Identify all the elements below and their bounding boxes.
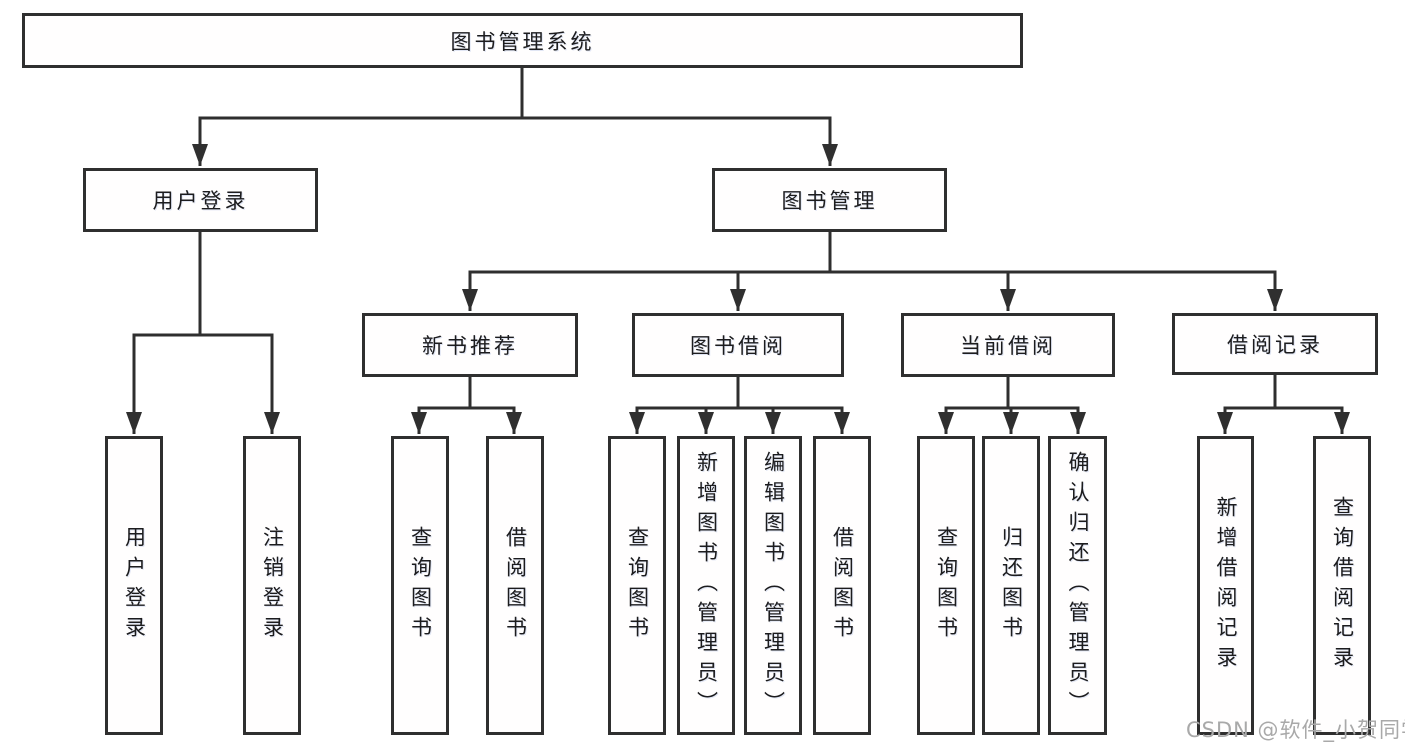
- leaf-label: 查询借阅记录: [1330, 495, 1355, 676]
- node-library-management-system: 图书管理系统: [22, 13, 1023, 68]
- leaf-label: 查询图书: [408, 525, 433, 646]
- leaf-query-books: 查询图书: [917, 436, 975, 735]
- leaf-label: 借阅图书: [830, 525, 855, 646]
- leaf-label: 编辑图书（管理员）: [761, 450, 786, 721]
- csdn-watermark: CSDN @软件_小贺同学: [1186, 718, 1405, 742]
- leaf-add-books-admin: 新增图书（管理员）: [677, 436, 735, 735]
- leaf-query-borrow-record: 查询借阅记录: [1313, 436, 1371, 735]
- leaf-query-books: 查询图书: [608, 436, 666, 735]
- node-current-borrowing: 当前借阅: [901, 313, 1115, 377]
- leaf-label: 新增图书（管理员）: [694, 450, 719, 721]
- leaf-label: 归还图书: [999, 525, 1024, 646]
- node-new-book-recommendation: 新书推荐: [362, 313, 578, 377]
- leaf-label: 确认归还（管理员）: [1066, 450, 1090, 721]
- leaf-confirm-return-admin: 确认归还（管理员）: [1048, 436, 1107, 735]
- leaf-logout: 注销登录: [243, 436, 301, 735]
- node-book-borrowing: 图书借阅: [632, 313, 844, 377]
- leaf-user-login: 用户登录: [105, 436, 163, 735]
- leaf-query-books: 查询图书: [391, 436, 449, 735]
- node-book-management: 图书管理: [712, 168, 947, 232]
- leaf-label: 查询图书: [625, 525, 650, 646]
- node-label: 图书借阅: [690, 334, 786, 358]
- node-label: 当前借阅: [960, 334, 1056, 358]
- node-user-login: 用户登录: [83, 168, 318, 232]
- leaf-edit-books-admin: 编辑图书（管理员）: [744, 436, 802, 735]
- node-label: 用户登录: [152, 189, 249, 213]
- leaf-label: 注销登录: [260, 525, 285, 646]
- leaf-borrow-books: 借阅图书: [486, 436, 544, 735]
- leaf-label: 借阅图书: [503, 525, 528, 646]
- node-label: 新书推荐: [422, 334, 518, 358]
- node-borrowing-records: 借阅记录: [1172, 313, 1378, 375]
- leaf-label: 查询图书: [934, 525, 959, 646]
- node-label: 借阅记录: [1227, 333, 1323, 357]
- leaf-borrow-books: 借阅图书: [813, 436, 871, 735]
- node-label: 图书管理系统: [450, 29, 595, 54]
- leaf-label: 用户登录: [122, 525, 147, 646]
- node-label: 图书管理: [781, 189, 878, 213]
- leaf-label: 新增借阅记录: [1214, 495, 1238, 676]
- leaf-return-books: 归还图书: [982, 436, 1040, 735]
- leaf-add-borrow-record: 新增借阅记录: [1197, 436, 1254, 735]
